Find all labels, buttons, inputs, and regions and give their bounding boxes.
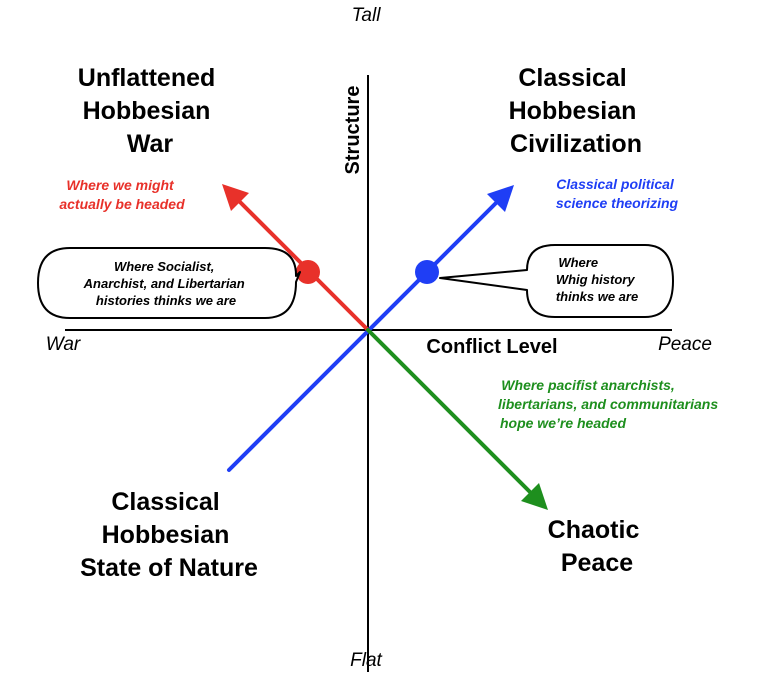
left-speech-bubble: Where Socialist, Anarchist, and Libertar… (37, 247, 301, 319)
axis-left-label: War (46, 334, 81, 355)
left-bubble-line-2: Anarchist, and Libertarian (83, 276, 245, 291)
quadrant-top-right-title: Classical Hobbesian Civilization (509, 64, 644, 158)
right-bubble-line-1: Where (558, 255, 598, 270)
left-bubble-line-1: Where Socialist, (114, 259, 214, 274)
red-arrow-note: Where we might actually be headed (59, 177, 185, 212)
axis-right-label: Peace (658, 334, 712, 355)
vertical-axis-title: Structure (342, 86, 364, 175)
quadrant-bottom-left-title: Classical Hobbesian State of Nature (80, 488, 258, 582)
blue-arrow-note: Classical political science theorizing (556, 176, 679, 211)
quadrant-top-left-title: Unflattened Hobbesian War (78, 64, 222, 158)
right-bubble-line-2: Whig history (556, 272, 635, 287)
axis-bottom-label: Flat (350, 650, 382, 671)
svg-text:Where Whig history: Where Whig history thinks we are (556, 255, 638, 304)
axis-top-label: Tall (352, 5, 382, 26)
red-dot (296, 260, 320, 284)
svg-text:Where Socialist, Anarchi: Where Socialist, Anarchist, and Libertar… (83, 259, 249, 308)
blue-arrow (227, 185, 514, 472)
red-arrow (222, 184, 370, 332)
left-bubble-line-3: histories thinks we are (96, 293, 236, 308)
green-arrow (366, 328, 548, 510)
blue-dot (415, 260, 439, 284)
horizontal-axis-title: Conflict Level (426, 336, 557, 358)
right-speech-bubble: Where Whig history thinks we are (439, 244, 674, 318)
green-arrow-note: Where pacifist anarchists, libertarians,… (498, 377, 722, 431)
right-bubble-line-3: thinks we are (556, 289, 638, 304)
quadrant-bottom-right-title: Chaotic Peace (548, 516, 647, 577)
